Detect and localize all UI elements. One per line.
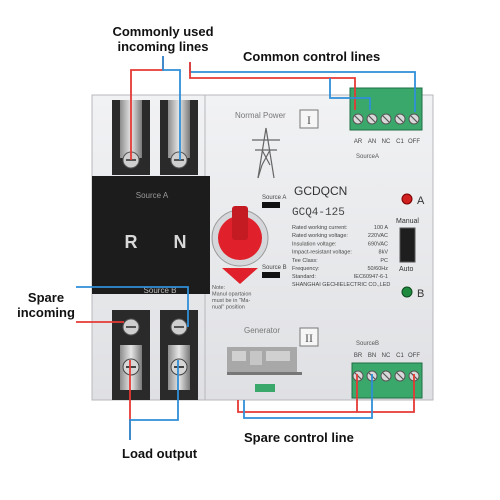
source-b-terminal-block: BR BN NC C1 OFF SourceB [351,341,423,399]
source-b-terminal-label: SourceB [356,341,379,347]
screw-slot [396,372,404,380]
note-line: must be in "Ma- [212,298,250,304]
spec-table: Rated working current: 100 A Rated working… [292,225,388,280]
callout-common-control-lines: Common control lines [243,49,381,64]
spare-incoming-blue [76,286,189,327]
terminal-label: AN [368,139,376,145]
manufacturer-label: SHANGHAI GECHIELECTRIC CO.,LED [292,282,390,288]
spec-value: 50/60Hz [368,266,389,272]
spec-value: IEC60947-6-1 [354,274,388,280]
spec-label: Insulation voltage: [292,241,337,247]
pole-r-label: R [125,232,138,252]
manual-auto-switch[interactable] [399,227,416,263]
spec-label: Rated working current: [292,225,348,231]
callout-commonly-used-incoming-lines: Commonly used incoming lines [112,24,214,54]
source-b-small-label: Source B [144,286,177,295]
screw-slot [354,372,362,380]
screw-slot [396,115,404,123]
terminal-label: BR [354,353,363,359]
screw-slot [368,115,376,123]
source-a-tag: Source A [262,195,286,201]
indicator-b-label: B [417,288,424,300]
terminal-label: C1 [396,353,404,359]
note-line: nual" position [212,305,245,311]
control-line-blue-2 [329,78,371,110]
note-line: Note: [212,285,226,291]
callout-spare-control-line: Spare control line [244,430,354,445]
indicator-b-light [401,286,413,298]
generator-label: Generator [244,326,280,335]
pole-n-label: N [174,232,187,252]
callout-spare-incoming: Spare incoming [17,290,75,320]
screw-slot [382,372,390,380]
lower-roman-label: II [305,331,313,345]
terminal-label: BN [368,353,376,359]
upper-roman-label: I [307,113,311,127]
incoming-wire-blue [162,56,181,160]
manual-label: Manual [396,218,419,225]
brand-name: GCDQCN [294,184,347,198]
terminal-label: OFF [408,353,420,359]
spare-control-blue [243,374,373,419]
indicator-a-light [401,193,413,205]
spec-value: 8kV [379,250,389,256]
power-pylon-icon [252,127,280,179]
ats-device: Source A R N Source B Normal Power I [91,87,434,401]
normal-power-label: Normal Power [235,111,286,120]
note-line: Manul opartaion [212,292,251,298]
spec-value: 220VAC [368,233,388,239]
spec-label: Impact-resistant voltage: [292,250,352,256]
source-b-tag: Source B [262,265,287,271]
load-output-blue [129,360,179,440]
spare-control-red [237,374,415,413]
indicator-a-label: A [417,195,425,207]
terminal-label: NC [382,139,391,145]
spec-label: Tee Class: [292,258,318,264]
black-pole-block [92,176,210,294]
callout-load-output: Load output [122,446,198,461]
spec-label: Rated working voltage: [292,233,348,239]
screw-slot [382,115,390,123]
terminal-label: AR [354,139,363,145]
wiring-overlay [76,56,416,440]
generator-icon [227,347,302,375]
spec-value: PC [380,258,388,264]
source-a-terminal-label: SourceA [356,154,379,160]
terminal-label: C1 [396,139,404,145]
source-a-terminal-block: AR AN NC C1 OFF SourceA [349,87,423,160]
source-a-small-label: Source A [136,191,169,200]
transfer-knob[interactable] [211,206,269,284]
screw-slot [410,115,418,123]
spec-value: 100 A [374,225,388,231]
screw-slot [354,115,362,123]
control-line-red [189,62,356,110]
terminal-label: NC [382,353,391,359]
status-window [255,384,275,392]
auto-label: Auto [399,266,414,273]
lower-power-terminals [112,310,198,400]
model-name: GCQ4-125 [292,207,345,219]
spec-label: Standard: [292,274,316,280]
spec-value: 690VAC [368,241,388,247]
terminal-label: OFF [408,139,420,145]
spec-label: Frequency: [292,266,320,272]
